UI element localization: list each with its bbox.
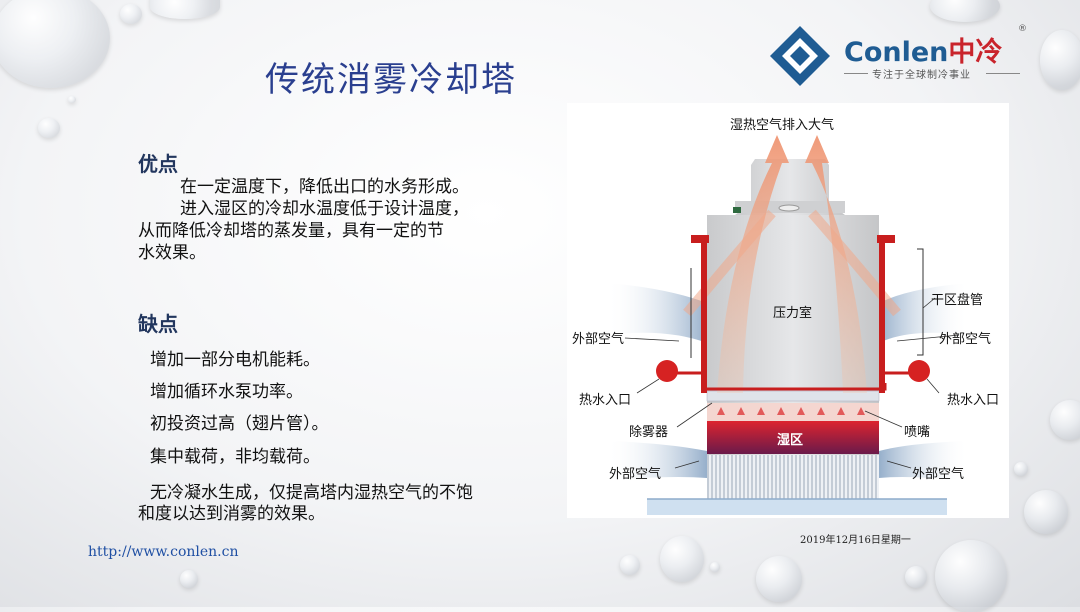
wet-zone: [707, 420, 879, 454]
disadvantage-item: 和度以达到消雾的效果。: [138, 504, 325, 524]
registered-mark: ®: [1018, 24, 1027, 34]
logo-brand-en: Conlen: [844, 37, 949, 68]
updraft-arrow: [805, 135, 867, 393]
water-drop: [150, 0, 220, 19]
water-drop: [1024, 490, 1068, 534]
water-drop: [180, 570, 198, 588]
label-hot-water-inlet-left: 热水入口: [579, 393, 632, 408]
label-wet-zone: 湿区: [777, 433, 804, 448]
disadvantage-item: 增加一部分电机能耗。: [150, 350, 320, 370]
demister: [706, 390, 880, 402]
water-basin: [647, 499, 947, 515]
water-drop: [0, 0, 110, 88]
water-drop: [710, 562, 720, 572]
logo-brand: Conlen中冷: [844, 30, 1002, 69]
hot-water-inlet-left: [656, 360, 678, 382]
company-logo: Conlen中冷 ® 专注于全球制冷事业: [768, 22, 1038, 92]
label-hot-water-inlet-right: 热水入口: [947, 393, 1000, 408]
disadvantage-item: 初投资过高（翅片管）。: [150, 414, 329, 434]
air-stream-bottom-right: [879, 441, 969, 481]
water-drop: [620, 555, 640, 575]
water-drop: [756, 556, 802, 602]
cooling-tower-diagram: 湿热空气排入大气 压力室 干区盘管 外部空气 外部空气 热水入口 热水入口 除雾…: [567, 103, 1009, 518]
logo-divider: [844, 73, 868, 74]
label-exhaust-air: 湿热空气排入大气: [730, 118, 835, 133]
advantages-heading: 优点: [138, 152, 178, 176]
water-drop: [120, 4, 142, 24]
label-demister: 除雾器: [629, 425, 669, 440]
spray-area: [707, 403, 879, 421]
disadvantage-item: 无冷凝水生成，仅提高塔内湿热空气的不饱: [150, 483, 473, 503]
air-stream-right: [879, 283, 969, 343]
water-drop: [660, 536, 704, 582]
logo-divider: [986, 73, 1020, 74]
advantages-line: 在一定温度下，降低出口的水务形成。: [180, 177, 469, 197]
advantages-line: 进入湿区的冷却水温度低于设计温度，: [180, 199, 469, 219]
water-drop: [930, 0, 1000, 22]
label-outside-air-bottom-right: 外部空气: [912, 467, 965, 482]
label-dry-coil: 干区盘管: [931, 293, 984, 308]
logo-slogan: 专注于全球制冷事业: [872, 70, 971, 81]
air-stream-left: [607, 283, 707, 343]
label-outside-air-right: 外部空气: [939, 332, 992, 347]
updraft-arrow: [717, 135, 789, 393]
advantages-line: 水效果。: [138, 243, 206, 263]
tower-illustration: [607, 135, 969, 515]
logo-brand-cn: 中冷: [948, 37, 1003, 68]
water-drop: [1040, 30, 1080, 90]
air-stream-bottom-left: [607, 441, 707, 481]
water-drop: [38, 118, 60, 138]
logo-diamond-icon: [770, 26, 830, 86]
disadvantage-item: 集中载荷，非均载荷。: [150, 447, 320, 467]
label-nozzle: 喷嘴: [904, 425, 931, 440]
label-outside-air-left: 外部空气: [572, 332, 625, 347]
dry-coil-left: [701, 243, 707, 393]
hot-water-inlet-right: [908, 360, 930, 382]
advantages-line: 从而降低冷却塔的蒸发量，具有一定的节: [138, 221, 444, 241]
disadvantage-item: 增加循环水泵功率。: [150, 382, 303, 402]
water-drop: [1014, 462, 1028, 476]
slide-title: 传统消雾冷却塔: [265, 60, 517, 100]
website-link[interactable]: http://www.conlen.cn: [88, 544, 239, 560]
motor-icon: [733, 207, 741, 213]
fill-media: [707, 455, 879, 501]
water-drop: [68, 96, 76, 103]
dry-coil-right: [879, 243, 885, 393]
slide-date: 2019年12月16日星期一: [800, 535, 911, 546]
label-pressure-room: 压力室: [773, 306, 813, 321]
disadvantages-heading: 缺点: [138, 312, 178, 336]
label-outside-air-bottom-left: 外部空气: [609, 467, 662, 482]
water-drop: [1050, 400, 1080, 440]
water-drop: [905, 566, 927, 588]
nozzle-icons: [717, 407, 865, 415]
water-drop: [935, 540, 1007, 612]
